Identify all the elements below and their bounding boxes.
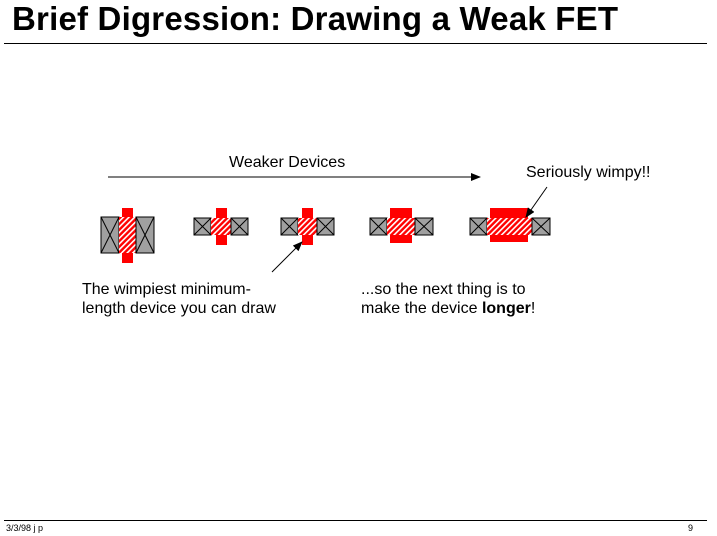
fet-device-3 [280,208,335,245]
wimpiest-min-line-1: The wimpiest minimum- [82,281,251,298]
channel [211,218,231,235]
weaker-devices-label: Weaker Devices [229,154,346,171]
footer-divider [4,520,707,521]
channel [298,218,317,235]
make-longer-label: ...so the next thing is to make the devi… [361,280,535,318]
callout-arrow-minimum [271,241,303,273]
page-number: 9 [688,523,694,533]
make-longer-bold: longer [481,300,531,317]
channel [119,217,136,253]
fet-device-5 [469,208,551,242]
title-divider [4,43,707,44]
page-title: Brief Digression: Drawing a Weak FET [12,0,619,37]
fet-device-2 [193,208,249,245]
make-longer-line-2: make the device longer! [361,299,535,318]
fet-device-4 [369,208,434,243]
wimpiest-min-label: The wimpiest minimum- length device you … [82,280,276,318]
footer-date-author: 3/3/98 j p [6,523,44,533]
make-longer-pre: make the device [361,300,482,317]
wimpiest-min-line-2: length device you can draw [82,300,276,317]
channel [487,218,532,235]
seriously-wimpy-label: Seriously wimpy!! [526,164,651,181]
channel [387,218,415,235]
fet-device-1 [100,208,155,263]
callout-arrow-wimpy [525,186,548,218]
make-longer-line-1: ...so the next thing is to [361,281,526,298]
make-longer-post: ! [530,300,536,317]
